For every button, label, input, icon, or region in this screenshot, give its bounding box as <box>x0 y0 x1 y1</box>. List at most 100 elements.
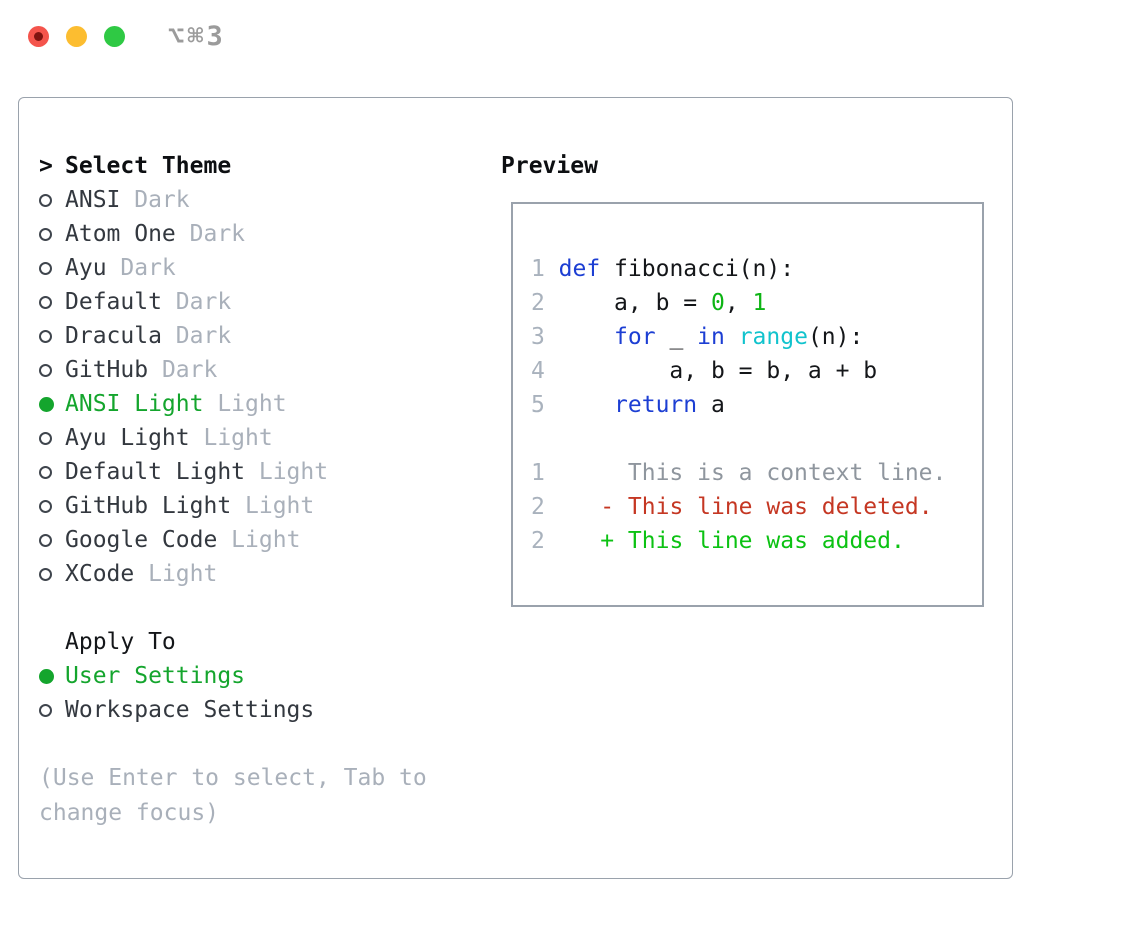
theme-option[interactable]: ANSI Light Light <box>39 387 328 421</box>
theme-variant: Light <box>245 459 329 485</box>
line-number: 5 <box>531 392 545 418</box>
theme-option[interactable]: Default Light Light <box>39 455 328 489</box>
line-number: 2 <box>531 494 545 520</box>
token-plain: a, b = b, a + b <box>558 358 878 384</box>
theme-name: Dracula <box>65 323 162 349</box>
theme-name: Google Code <box>65 527 218 553</box>
token-kw: def <box>558 256 601 282</box>
close-button[interactable] <box>28 26 49 47</box>
token-plain <box>559 494 601 520</box>
radio-glyph <box>39 396 54 412</box>
line-number: 3 <box>531 324 545 350</box>
theme-option-label: Default Light Light <box>65 459 328 485</box>
code-tokens: + This line was added. <box>559 528 905 554</box>
apply-option-name: User Settings <box>65 663 246 689</box>
radio-unselected-icon <box>39 227 65 241</box>
radio-glyph <box>39 431 52 445</box>
token-kw: in <box>697 324 725 350</box>
code-tokens: a, b = b, a + b <box>558 358 878 384</box>
apply-option-label: Workspace Settings <box>65 697 314 723</box>
radio-glyph <box>39 295 52 309</box>
code-blank-line <box>531 422 982 456</box>
radio-glyph <box>39 567 52 581</box>
theme-variant: Dark <box>161 323 232 349</box>
code-line-2: 2 a, b = 0, 1 <box>531 286 982 320</box>
radio-glyph <box>39 261 52 275</box>
theme-option[interactable]: Default Dark <box>39 285 328 319</box>
theme-option-label: Dracula Dark <box>65 323 231 349</box>
theme-option-label: Atom One Dark <box>65 221 245 247</box>
token-del: - This line was deleted. <box>600 494 933 520</box>
theme-option[interactable]: Google Code Light <box>39 523 328 557</box>
code-tokens: a, b = 0, 1 <box>559 290 767 316</box>
theme-variant: Light <box>189 425 273 451</box>
theme-variant: Dark <box>148 357 218 383</box>
theme-option[interactable]: Dracula Dark <box>39 319 328 353</box>
line-number: 1 <box>531 460 545 486</box>
token-plain: a <box>697 392 725 418</box>
zoom-button[interactable] <box>104 26 125 47</box>
theme-list-header: > Select Theme <box>39 149 328 183</box>
theme-variant: Dark <box>106 255 176 281</box>
theme-option-label: ANSI Light Light <box>65 391 287 417</box>
theme-option-label: GitHub Dark <box>65 357 217 383</box>
theme-option-label: ANSI Dark <box>65 187 190 213</box>
theme-option[interactable]: Ayu Light Light <box>39 421 328 455</box>
radio-glyph <box>39 499 52 513</box>
radio-unselected-icon <box>39 295 65 309</box>
token-builtin: range <box>738 324 808 350</box>
radio-glyph <box>39 533 52 547</box>
theme-variant: Dark <box>120 187 190 213</box>
apply-option-name: Workspace Settings <box>65 697 315 723</box>
apply-to-option[interactable]: Workspace Settings <box>39 693 314 727</box>
hint-line: (Use Enter to select, Tab to <box>39 765 427 791</box>
code-tokens: - This line was deleted. <box>559 494 933 520</box>
theme-option-label: GitHub Light Light <box>65 493 314 519</box>
token-kw: return <box>614 392 698 418</box>
radio-selected-icon <box>39 396 65 412</box>
radio-glyph <box>39 465 52 479</box>
minimize-button[interactable] <box>66 26 87 47</box>
code-tokens: def fibonacci(n): <box>559 256 794 282</box>
theme-option-label: Ayu Light Light <box>65 425 273 451</box>
token-num: 1 <box>752 290 767 316</box>
theme-option[interactable]: GitHub Dark <box>39 353 328 387</box>
token-num: 0 <box>710 290 725 316</box>
token-plain <box>725 324 739 350</box>
radio-unselected-icon <box>39 567 65 581</box>
theme-option-label: Google Code Light <box>65 527 300 553</box>
theme-name: Ayu Light <box>65 425 190 451</box>
theme-option[interactable]: Ayu Dark <box>39 251 328 285</box>
hint-line: change focus) <box>39 800 220 826</box>
code-tokens: for _ in range(n): <box>559 324 864 350</box>
code-line-3: 3 for _ in range(n): <box>531 320 982 354</box>
apply-option-label: User Settings <box>65 663 245 689</box>
theme-option-label: XCode Light <box>65 561 217 587</box>
prompt-char: > <box>39 153 53 179</box>
preview-title: Preview <box>501 153 598 179</box>
theme-option[interactable]: XCode Light <box>39 557 328 591</box>
radio-unselected-icon <box>39 363 65 377</box>
theme-option[interactable]: Atom One Dark <box>39 217 328 251</box>
theme-option[interactable]: GitHub Light Light <box>39 489 328 523</box>
panel-title: Select Theme <box>65 153 232 179</box>
line-number: 2 <box>531 528 545 554</box>
titlebar: ⌥⌘3 <box>0 0 1140 97</box>
theme-variant: Dark <box>161 289 232 315</box>
token-plain: (n): <box>807 324 864 350</box>
token-plain <box>559 324 614 350</box>
apply-to-option[interactable]: User Settings <box>39 659 314 693</box>
radio-unselected-icon <box>39 193 65 207</box>
theme-option[interactable]: ANSI Dark <box>39 183 328 217</box>
theme-variant: Dark <box>175 221 246 247</box>
token-plain <box>559 392 614 418</box>
prompt-icon: > <box>39 153 65 179</box>
theme-option-label: Default Dark <box>65 289 231 315</box>
radio-glyph <box>39 329 52 343</box>
diff-line-deleted: 2 - This line was deleted. <box>531 490 982 524</box>
theme-name: Ayu <box>65 255 107 281</box>
diff-line-context: 1 This is a context line. <box>531 456 982 490</box>
